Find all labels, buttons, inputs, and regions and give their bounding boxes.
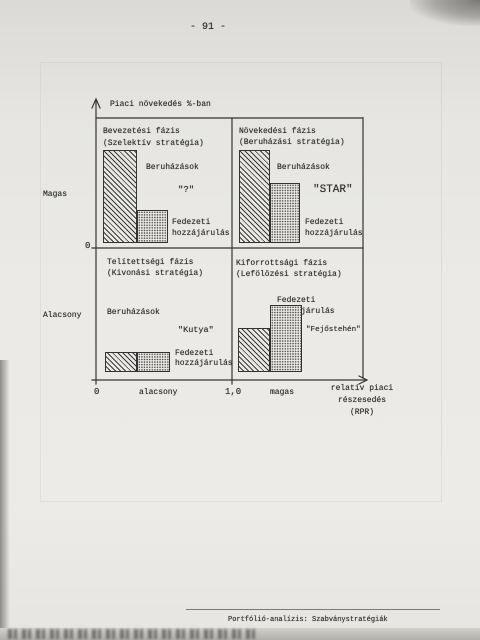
quadrant-growth: Növekedési fázis (Beruházási stratégia) …	[232, 118, 363, 248]
x-axis-label: relatív piaci részesedés (RPR)	[329, 383, 395, 419]
x-axis-label-line: relatív piaci	[330, 384, 394, 393]
phase-label: Bevezetési fázis	[103, 127, 180, 136]
y-axis-label: Piaci növekedés %-ban	[110, 100, 211, 109]
contribution-label: Fedezeti hozzájárulás	[172, 217, 230, 239]
quadrant-maturity: Kiforrottsági fázis (Lefölözési stratégi…	[232, 248, 363, 380]
investment-bar	[105, 352, 137, 372]
x-axis-label-line: részesedés	[337, 396, 386, 405]
bleed-through-marks	[8, 629, 258, 639]
contribution-bar	[270, 305, 302, 372]
contribution-label: Fedezeti hozzájárulás	[175, 349, 233, 369]
quadrant-name: "STAR"	[313, 184, 353, 196]
strategy-label: (Szelektív stratégia)	[103, 139, 204, 148]
quadrant-name: "Kutya"	[178, 325, 214, 335]
phase-label: Telítettségi fázis	[107, 258, 194, 267]
investment-bar	[238, 328, 270, 372]
x-axis-arrowhead	[358, 375, 369, 385]
contribution-bar	[270, 183, 300, 243]
quadrant-name: "Fejőstehén"	[306, 326, 361, 334]
footer-title: Portfólió-analízis: Szabványstratégiák	[228, 616, 388, 624]
contribution-label-line: hozzájárulás	[277, 307, 335, 316]
contribution-label-line: hozzájárulás	[172, 229, 230, 238]
investment-bar	[103, 150, 137, 243]
contribution-label-line: hozzájárulás	[305, 229, 363, 238]
strategy-label: (Beruházási stratégia)	[239, 138, 345, 147]
contribution-label-line: hozzájárulás	[175, 359, 233, 368]
investment-label: Beruházások	[277, 163, 330, 172]
contribution-bar	[137, 352, 170, 372]
y-axis-high-label: Magas	[43, 190, 68, 199]
top-right-shadow	[410, 0, 480, 26]
strategy-label: (Lefölözési stratégia)	[236, 270, 342, 279]
quadrant-saturation: Telítettségi fázis (Kivonási stratégia) …	[96, 248, 233, 380]
investment-label: Beruházások	[146, 163, 199, 172]
bleed-through-frame	[40, 62, 442, 502]
quadrant-name: "?"	[178, 185, 195, 195]
strategy-label: (Kivonási stratégia)	[107, 269, 204, 278]
y-axis-low-label: Alacsony	[43, 311, 82, 320]
x-axis-label-line: (RPR)	[349, 408, 374, 417]
phase-label: Kiforrottsági fázis	[236, 259, 328, 268]
investment-label: Beruházások	[107, 308, 160, 317]
contribution-label: Fedezeti hozzájárulás	[305, 217, 363, 239]
left-page-edge	[0, 360, 10, 640]
contribution-label-line: Fedezeti	[305, 218, 344, 227]
footer-rule	[186, 609, 440, 610]
contribution-label-line: Fedezeti	[172, 218, 211, 227]
x-axis-origin-label: 0	[94, 387, 100, 397]
x-axis-low-label: alacsony	[139, 388, 178, 397]
x-axis-divider-value: 1,0	[225, 387, 242, 397]
quadrant-introduction: Bevezetési fázis (Szelektív stratégia) B…	[96, 118, 232, 248]
contribution-label-line: Fedezeti	[175, 349, 214, 358]
contribution-label: Fedezeti hozzájárulás	[277, 295, 335, 317]
lower-page-edge	[0, 628, 480, 640]
y-axis-divider-value: 0	[85, 241, 91, 251]
y-axis-arrowhead	[91, 97, 101, 109]
x-axis-high-label: magas	[270, 388, 295, 397]
contribution-bar	[137, 210, 168, 243]
page-number: - 91 -	[190, 22, 227, 33]
investment-bar	[239, 150, 270, 243]
contribution-label-line: Fedezeti	[277, 296, 316, 305]
phase-label: Növekedési fázis	[239, 127, 316, 136]
